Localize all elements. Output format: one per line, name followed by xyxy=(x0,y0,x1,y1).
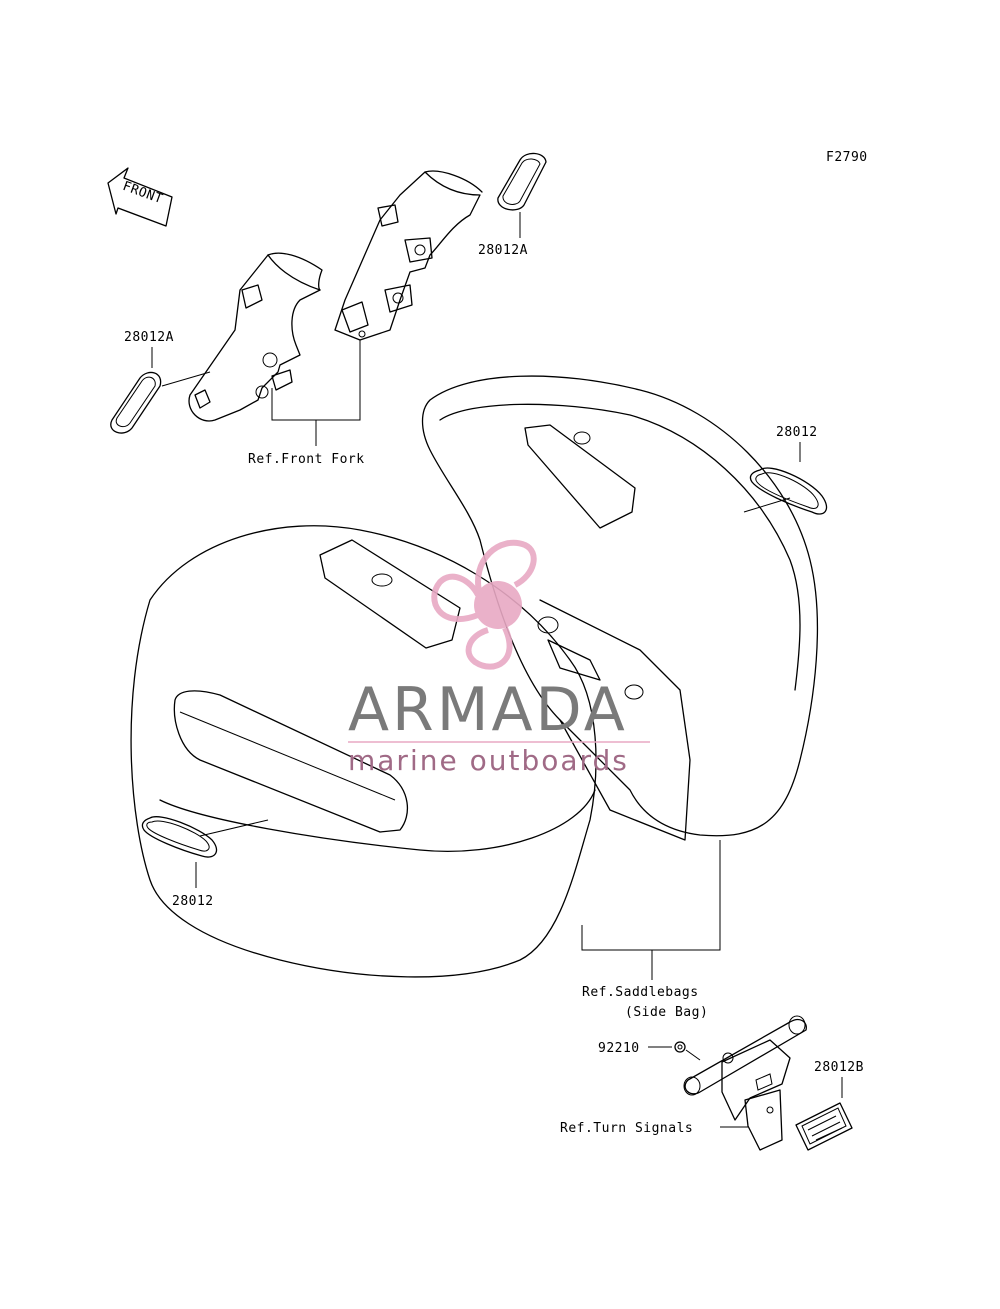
callout-nut: 92210 xyxy=(598,1041,640,1056)
ref-saddlebags: Ref.Saddlebags xyxy=(582,985,699,1000)
saddlebag-right xyxy=(421,375,819,841)
reflector-left-bag xyxy=(141,816,218,858)
callout-reflector-right-bag: 28012 xyxy=(776,425,818,440)
watermark-brand: ARMADA xyxy=(348,675,628,745)
callout-reflector-upper-left: 28012A xyxy=(124,330,174,345)
rear-bracket-assembly xyxy=(683,1015,807,1151)
reflector-rear xyxy=(795,1102,853,1151)
ref-turn-signals: Ref.Turn Signals xyxy=(560,1121,693,1136)
callout-reflector-upper-right: 28012A xyxy=(478,243,528,258)
front-arrow-icon: FRONT xyxy=(107,167,173,227)
front-fork-right-leg xyxy=(334,170,483,341)
watermark-logo-icon xyxy=(431,539,537,670)
reflector-upper-left xyxy=(110,371,162,434)
saddlebag-left xyxy=(130,525,597,978)
watermark-tagline: marine outboards xyxy=(348,744,629,777)
reflector-upper-right xyxy=(497,152,547,211)
callout-reflector-rear: 28012B xyxy=(814,1060,864,1075)
reflector-right-bag xyxy=(749,467,828,515)
front-fork-left-leg xyxy=(188,252,323,422)
figure-code: F2790 xyxy=(826,150,868,165)
ref-front-fork: Ref.Front Fork xyxy=(248,452,365,467)
nut-icon xyxy=(674,1041,686,1053)
ref-side-bag: (Side Bag) xyxy=(625,1005,708,1020)
callout-reflector-left-bag: 28012 xyxy=(172,894,214,909)
front-arrow-label: FRONT xyxy=(121,179,165,207)
